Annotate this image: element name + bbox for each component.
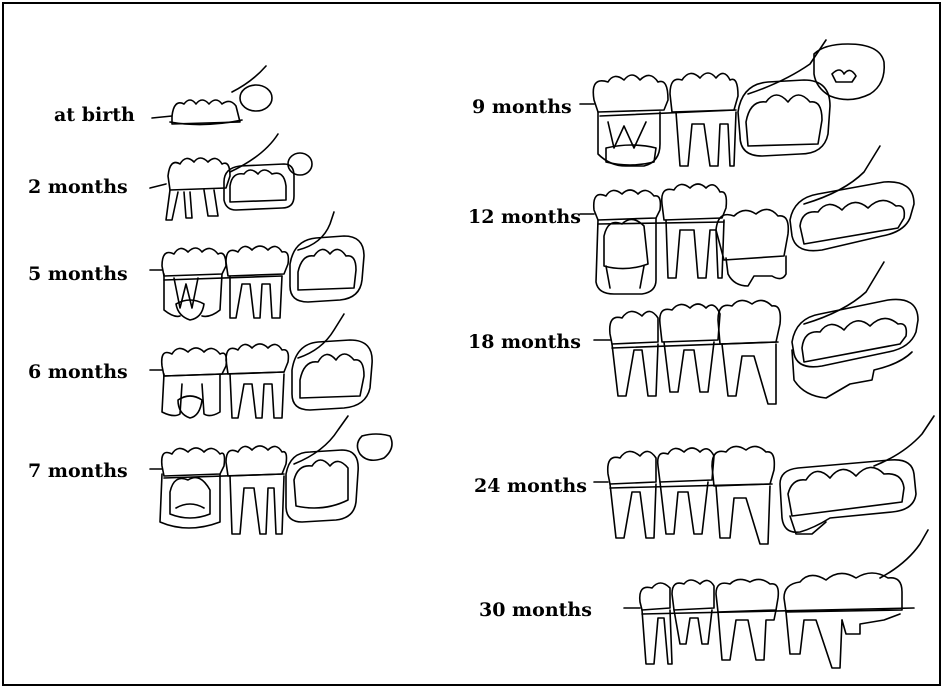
dentition-at-birth [152, 66, 272, 125]
dentition-2-months [150, 134, 312, 220]
dentition-24-months [594, 416, 934, 544]
dentition-9-months [580, 40, 884, 166]
dentition-drawings [4, 4, 939, 684]
dentition-12-months [580, 146, 914, 294]
dentition-30-months [624, 530, 928, 668]
dentition-7-months [150, 416, 392, 534]
dentition-18-months [594, 262, 918, 404]
dentition-6-months [150, 314, 372, 418]
dentition-5-months [150, 212, 364, 320]
